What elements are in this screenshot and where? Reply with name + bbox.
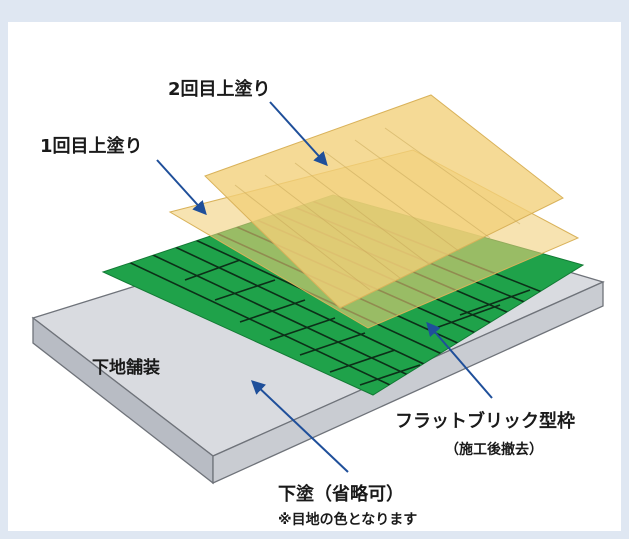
leader-arrows (156, 101, 493, 473)
label-base-pavement: 下地舗装 (92, 357, 160, 378)
arrow-first-top-coat (156, 159, 207, 216)
top-coat-texture (234, 127, 521, 291)
label-brick-frame-note: （施工後撤去） (445, 441, 543, 458)
label-first-top-coat: 1回目上塗り (40, 135, 143, 157)
label-brick-frame: フラットブリック型枠 (395, 410, 575, 432)
label-undercoat: 下塗（省略可） (278, 483, 404, 505)
arrow-undercoat (250, 380, 349, 473)
arrow-brick-frame (426, 321, 493, 399)
second-top-coat-layer (204, 94, 564, 309)
arrow-second-top-coat (269, 101, 328, 167)
label-undercoat-note: ※目地の色となります (278, 511, 417, 528)
label-second-top-coat: 2回目上塗り (168, 78, 271, 100)
